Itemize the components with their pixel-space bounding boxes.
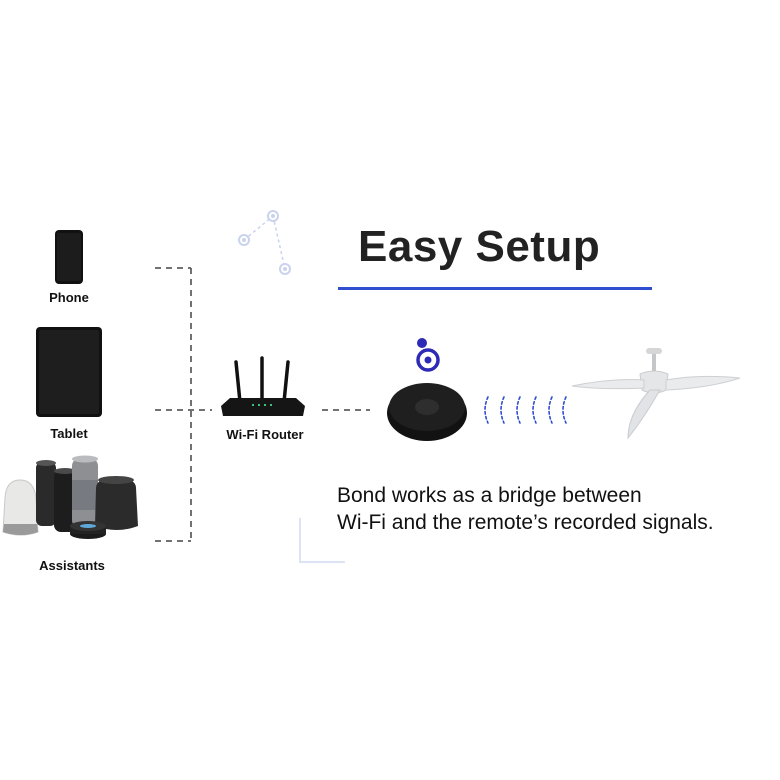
assistants-label: Assistants [39, 558, 105, 573]
smart-speakers-icon [2, 455, 138, 539]
description-text: Bond works as a bridge between Wi-Fi and… [337, 482, 714, 536]
bond-hub-icon [387, 338, 467, 441]
tablet-icon [36, 327, 102, 417]
title-underline [338, 287, 652, 290]
wifi-router-icon [221, 356, 305, 416]
page-title: Easy Setup [358, 222, 601, 271]
wifi-router-label: Wi-Fi Router [226, 427, 304, 442]
description-line-1: Bond works as a bridge between [337, 484, 642, 507]
tablet-label: Tablet [50, 426, 88, 441]
phone-label: Phone [49, 290, 89, 305]
signal-waves-icon [484, 396, 567, 424]
phone-icon [55, 230, 83, 284]
ceiling-fan-icon [571, 348, 741, 440]
description-line-2: Wi-Fi and the remote’s recorded signals. [337, 511, 714, 534]
